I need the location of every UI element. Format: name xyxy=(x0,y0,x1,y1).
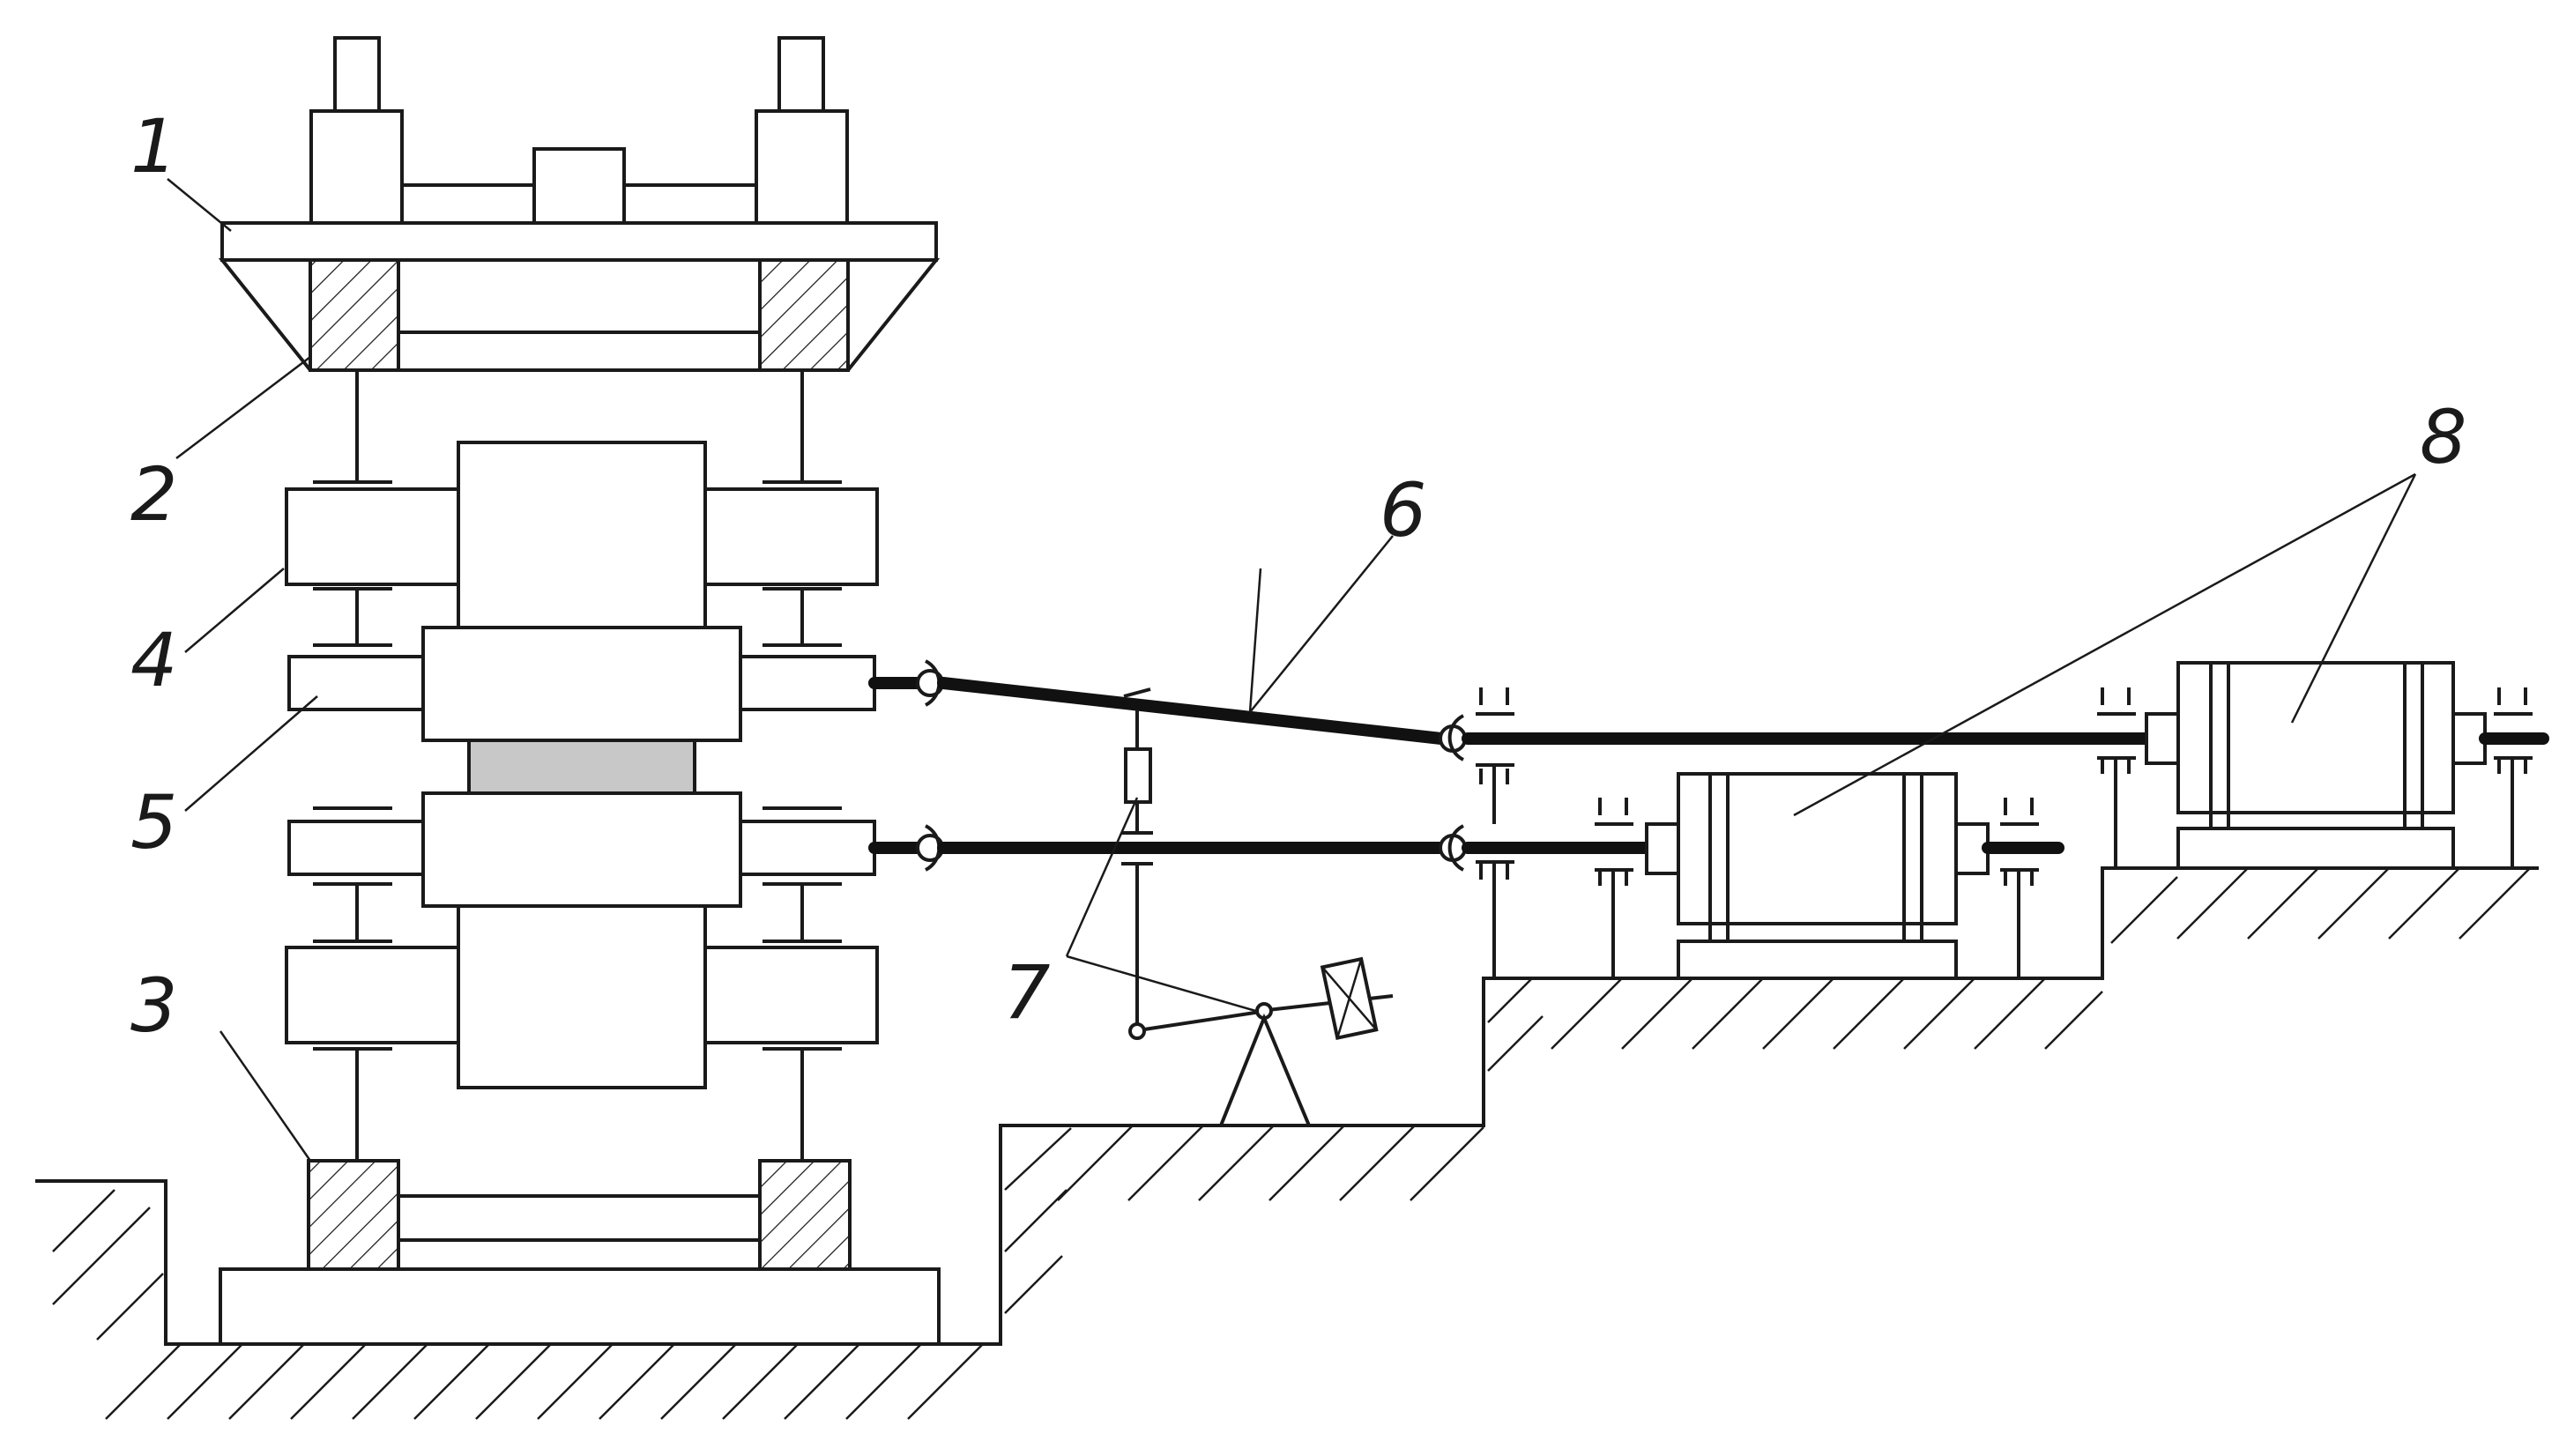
top-crossbeam-assembly xyxy=(218,36,941,372)
base-plate xyxy=(219,1267,941,1346)
label-7: 7 xyxy=(1003,949,1050,1036)
label-8: 8 xyxy=(2420,394,2466,480)
label-1: 1 xyxy=(130,103,177,189)
label-6: 6 xyxy=(1380,467,1426,553)
label-2: 2 xyxy=(130,451,177,538)
lower-drive-motor xyxy=(1645,772,2064,980)
lower-backup-roll xyxy=(285,904,879,1089)
rolled-slab xyxy=(467,739,696,795)
ground-hatching xyxy=(52,867,2531,1420)
upper-spindle xyxy=(868,659,2157,761)
label-4: 4 xyxy=(130,617,177,703)
bearing-supports xyxy=(1476,687,2533,978)
ground-profile xyxy=(35,866,2539,1346)
spindle-balancer xyxy=(1121,687,1394,1126)
upper-work-roll xyxy=(287,626,876,742)
upper-backup-roll xyxy=(285,441,879,629)
lower-spindle xyxy=(868,824,1655,872)
bottom-right-support-block xyxy=(758,1159,852,1271)
upper-drive-motor xyxy=(2145,661,2549,870)
lower-work-roll xyxy=(287,791,876,908)
bottom-crossbeam xyxy=(397,1194,762,1242)
label-3: 3 xyxy=(130,962,177,1049)
bottom-left-support-block xyxy=(307,1159,400,1271)
leader-lines xyxy=(167,178,2417,1162)
label-5: 5 xyxy=(130,779,177,865)
